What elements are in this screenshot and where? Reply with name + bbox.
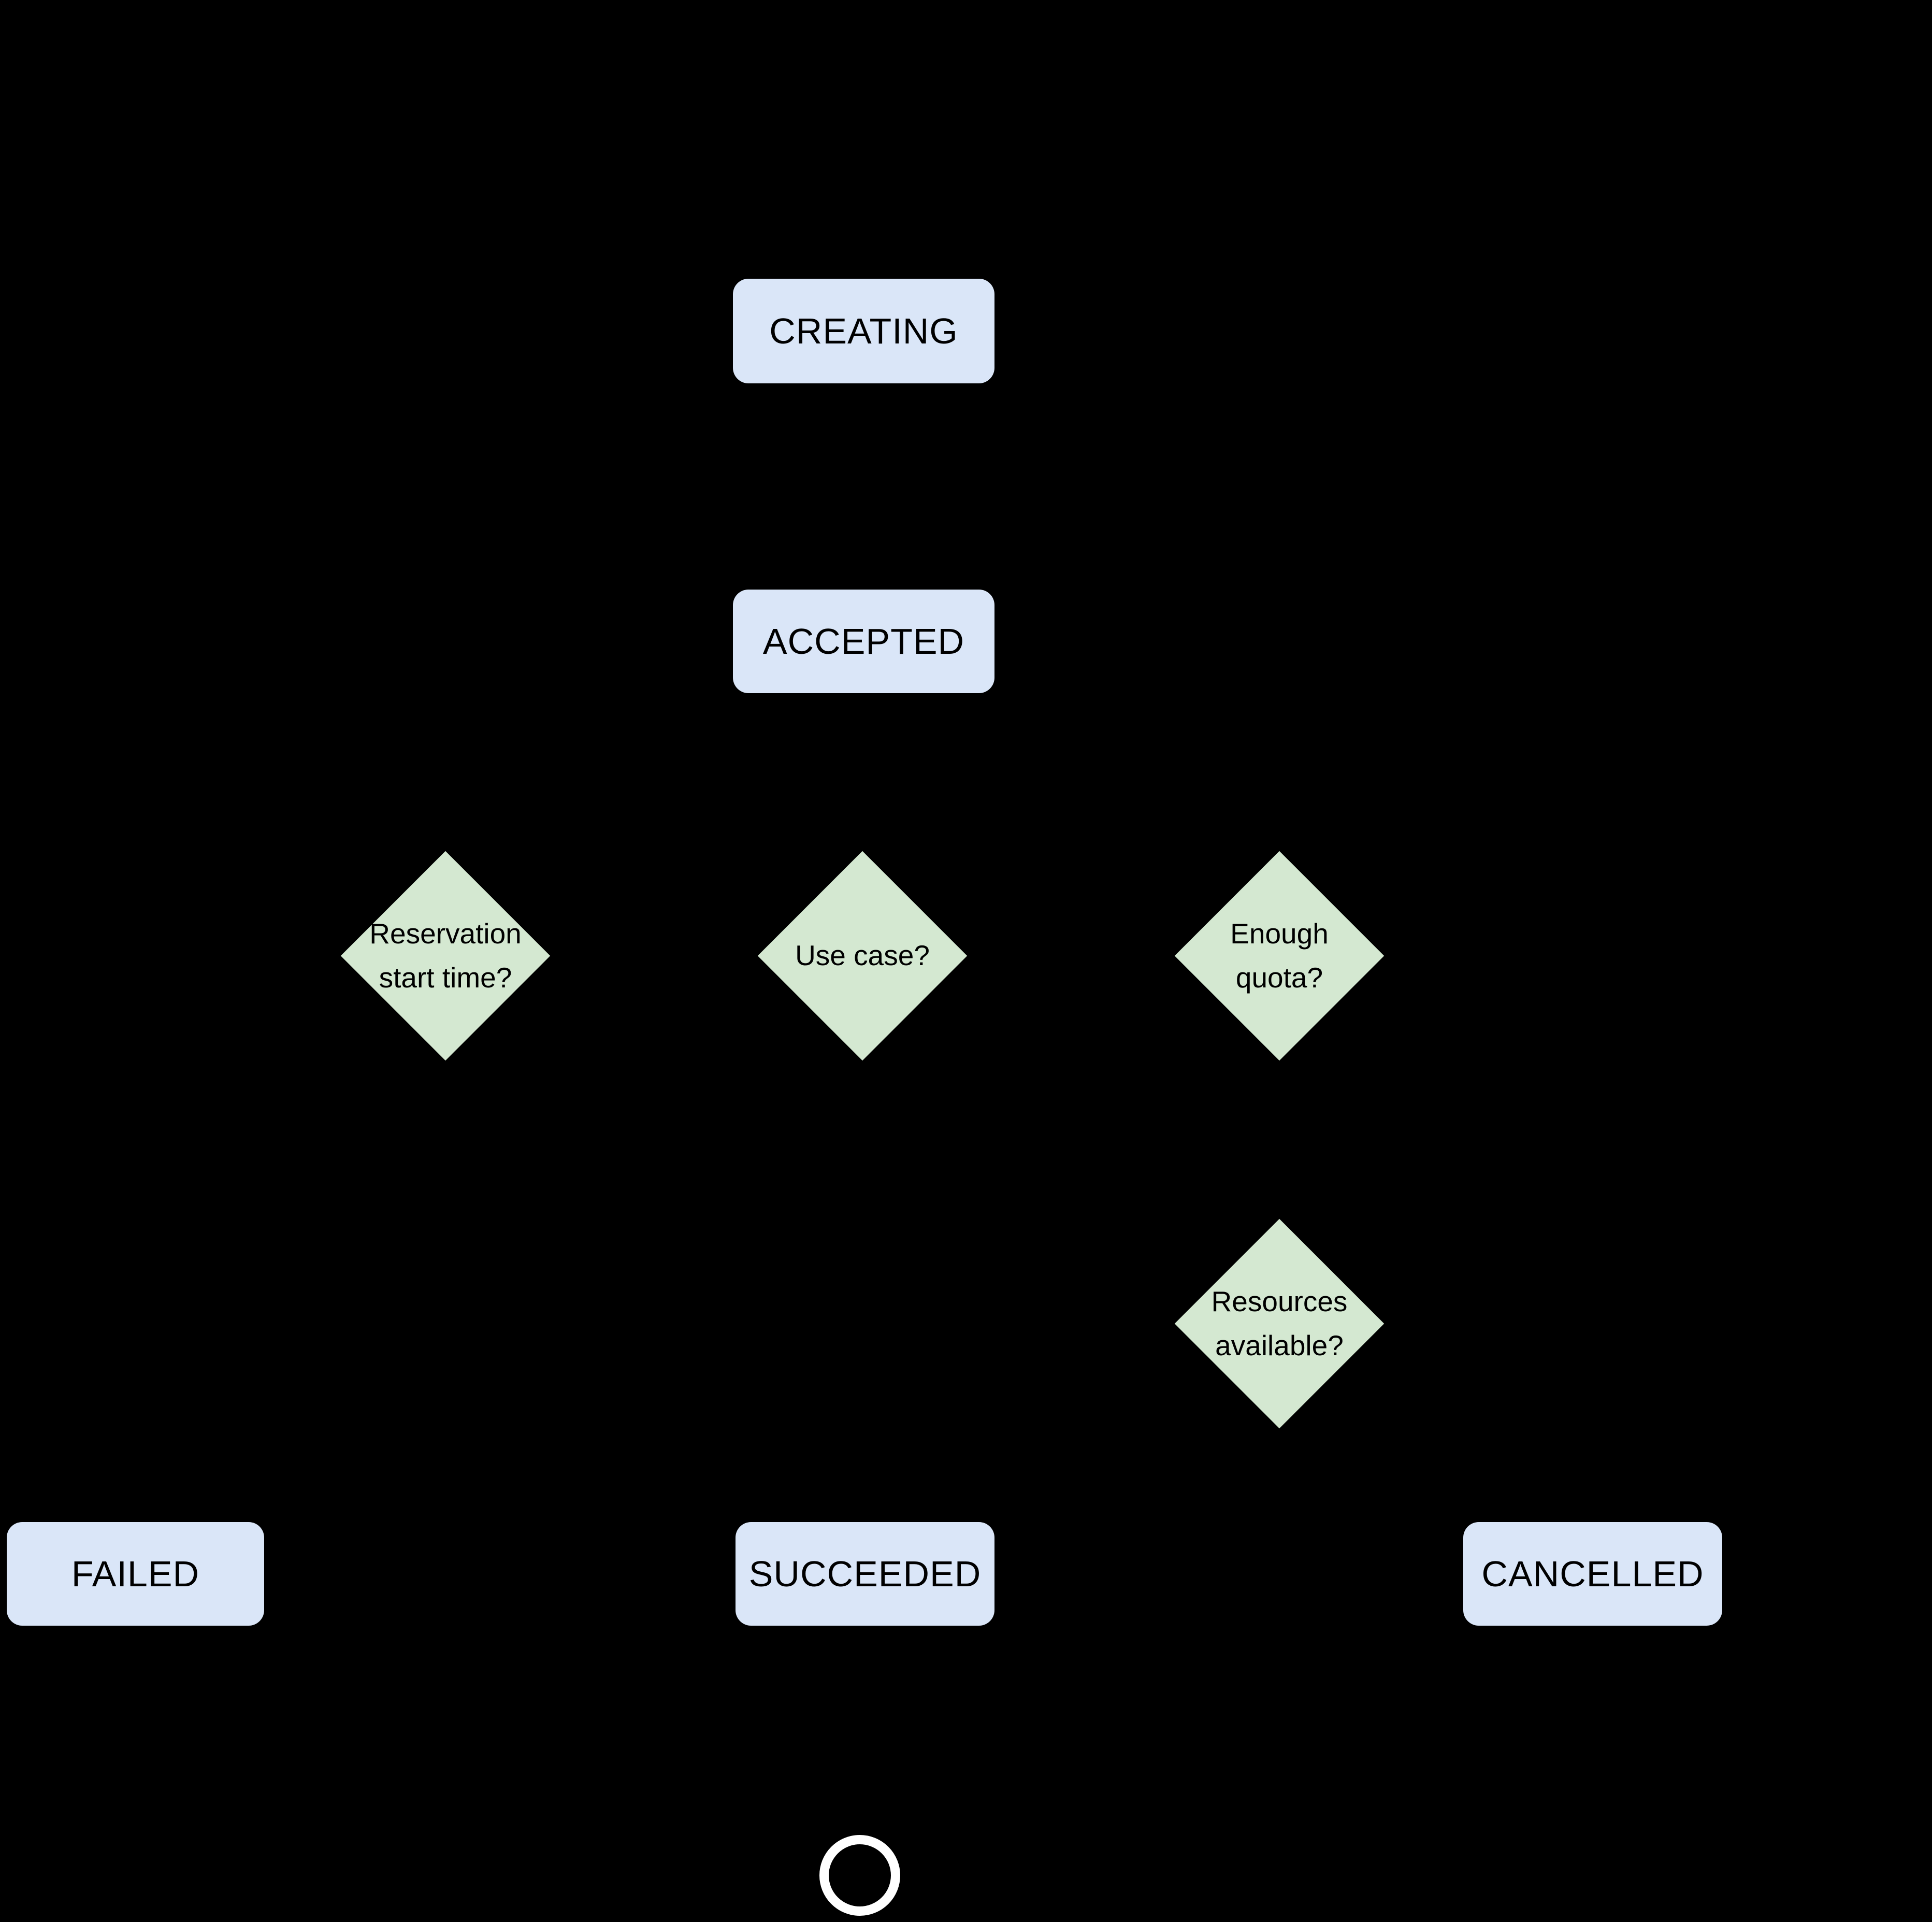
state-label-succeeded: SUCCEEDED xyxy=(748,1554,982,1594)
state-label-cancelled: CANCELLED xyxy=(1481,1554,1704,1594)
edge-accepted-to-reservation xyxy=(444,693,865,808)
diamond-icon xyxy=(1174,1218,1385,1429)
edge-resources-to-cancelled xyxy=(1278,1471,1594,1522)
decision-node-reservation-start-time[interactable]: Reservation start time? xyxy=(340,851,551,1061)
decision-node-use-case[interactable]: Use case? xyxy=(757,851,968,1061)
state-label-accepted: ACCEPTED xyxy=(762,621,965,662)
diamond-icon xyxy=(757,851,968,1061)
state-node-cancelled[interactable]: CANCELLED xyxy=(1463,1522,1722,1626)
edge-accepted-to-quota xyxy=(862,693,1281,808)
state-label-failed: FAILED xyxy=(71,1554,200,1594)
edge-reservation-to-failed xyxy=(134,1103,447,1522)
diamond-icon xyxy=(1174,851,1385,1061)
decision-node-resources-available[interactable]: Resources available? xyxy=(1174,1218,1385,1429)
state-node-accepted[interactable]: ACCEPTED xyxy=(733,590,994,693)
decision-node-enough-quota[interactable]: Enough quota? xyxy=(1174,851,1385,1061)
state-node-creating[interactable]: CREATING xyxy=(733,279,994,383)
state-node-failed[interactable]: FAILED xyxy=(7,1522,264,1626)
diamond-icon xyxy=(340,851,551,1061)
state-node-succeeded[interactable]: SUCCEEDED xyxy=(736,1522,994,1626)
end-state-circle-icon[interactable] xyxy=(819,1835,900,1916)
state-label-creating: CREATING xyxy=(769,311,958,351)
